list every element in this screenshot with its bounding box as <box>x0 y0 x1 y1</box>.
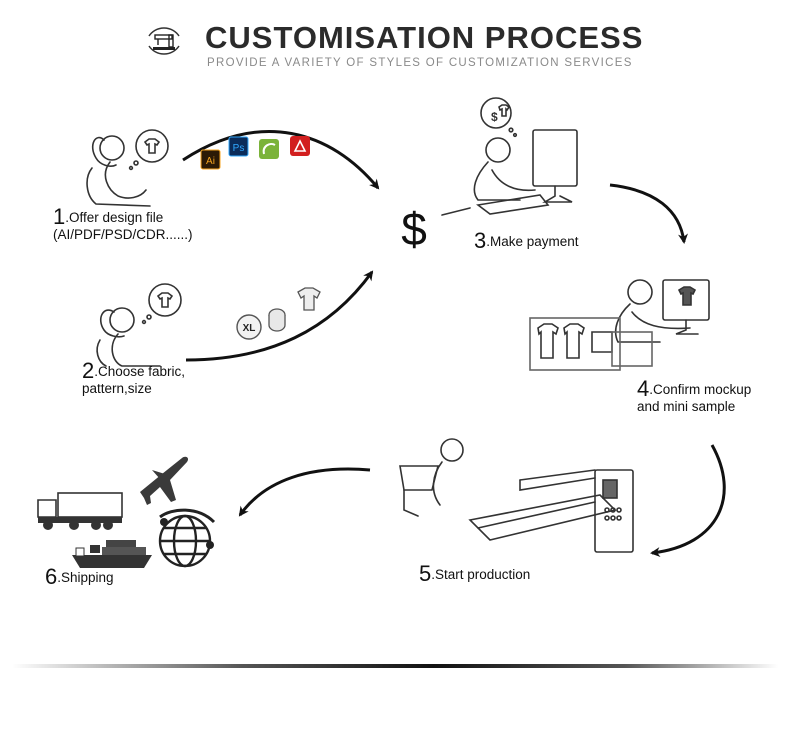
designer-person-illustration <box>86 129 169 207</box>
cargo-ship-icon <box>72 540 152 568</box>
page-title: CUSTOMISATION PROCESS <box>205 20 644 55</box>
arrow-3-to-4 <box>609 183 688 244</box>
arrow-5-to-6 <box>238 467 371 517</box>
arrow-4-to-5 <box>650 444 726 558</box>
arrow-2-to-3 <box>185 270 374 362</box>
step-4-number: 4 <box>637 376 650 401</box>
step-3-label: 3.Make payment <box>474 230 579 252</box>
production-machine-illustration <box>399 438 634 553</box>
step-3-title: .Make payment <box>486 234 579 249</box>
step-1-number: 1 <box>53 204 66 229</box>
airplane-icon <box>140 456 189 505</box>
step-2-title: .Choose fabric, <box>94 364 186 379</box>
tshirt-sample-icon <box>297 287 321 311</box>
step-2-detail: pattern,size <box>82 381 152 396</box>
size-xl-badge-text: XL <box>243 323 256 334</box>
step-4-title: .Confirm mockup <box>649 382 752 397</box>
payment-bubble-dollar-icon: $ <box>491 110 498 124</box>
payment-person-illustration: $ <box>441 97 578 216</box>
globe-icon <box>158 508 216 568</box>
sewing-machine-icon <box>148 27 180 55</box>
step-3-number: 3 <box>474 228 487 253</box>
fabric-roll-icon <box>268 308 286 332</box>
step-2-number: 2 <box>82 358 95 383</box>
step-5-label: 5.Start production <box>419 563 531 585</box>
step-5-number: 5 <box>419 561 432 586</box>
pdf-badge-icon <box>290 136 310 156</box>
step-6-title: .Shipping <box>57 570 114 585</box>
footer-divider <box>12 664 778 668</box>
size-xl-badge: XL <box>236 314 262 340</box>
step-5-title: .Start production <box>431 567 531 582</box>
step-2-label: 2.Choose fabric, pattern,size <box>82 360 186 397</box>
illustrator-badge-text: Ai <box>206 156 215 167</box>
coreldraw-badge-icon <box>259 139 279 159</box>
step-4-detail: and mini sample <box>637 399 736 414</box>
page-subtitle: PROVIDE A VARIETY OF STYLES OF CUSTOMIZA… <box>207 57 633 69</box>
photoshop-badge: Ps <box>228 136 249 157</box>
step-4-label: 4.Confirm mockup and mini sample <box>637 378 752 415</box>
photoshop-badge-text: Ps <box>233 143 245 154</box>
payment-dollar-icon: $ <box>401 203 427 255</box>
step-6-label: 6.Shipping <box>45 566 114 588</box>
step-6-number: 6 <box>45 564 58 589</box>
illustrator-badge: Ai <box>200 149 221 170</box>
step-1-label: 1.Offer design file (AI/PDF/PSD/CDR.....… <box>53 206 193 243</box>
header: CUSTOMISATION PROCESS PROVIDE A VARIETY … <box>0 0 790 80</box>
mockup-person-illustration <box>529 279 710 371</box>
step-1-title: .Offer design file <box>65 210 164 225</box>
truck-icon <box>37 492 123 530</box>
arrow-1-to-3 <box>182 130 380 190</box>
step-1-detail: (AI/PDF/PSD/CDR......) <box>53 227 193 242</box>
fabric-chooser-person-illustration <box>96 283 182 367</box>
